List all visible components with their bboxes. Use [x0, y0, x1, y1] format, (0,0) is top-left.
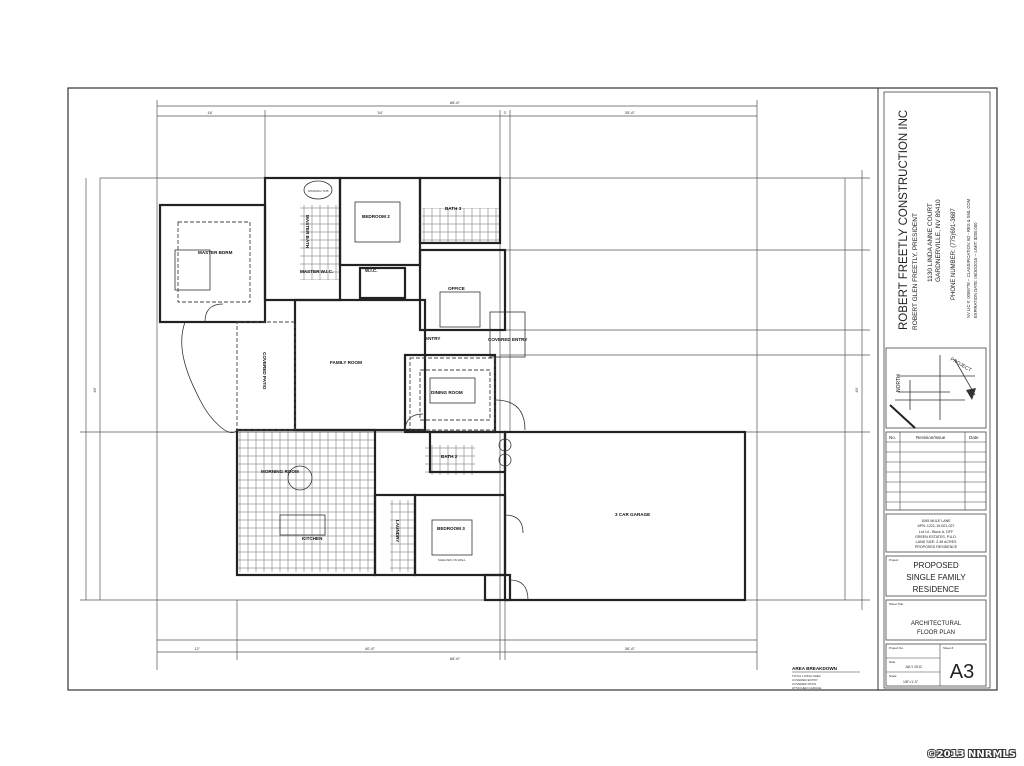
- project-line-3: RESIDENCE: [913, 585, 960, 594]
- dim-bottom-1: 12': [194, 646, 199, 651]
- revision-header-no: No.: [889, 435, 896, 440]
- area-breakdown-title: AREA BREAKDOWN: [792, 666, 838, 671]
- label-family-room: FAMILY ROOM: [330, 360, 362, 365]
- fixtures: [174, 180, 529, 601]
- sheet-title-label: Sheet Title: [889, 602, 904, 606]
- room-wic: [358, 266, 407, 300]
- revision-header-issue: Revision/Issue: [916, 435, 946, 440]
- lot-info-line: LAND SIZE: 2.45 ACRES: [916, 540, 957, 544]
- sheet-number: A3: [950, 661, 974, 683]
- area-row: ATTACHED GARAGE: [792, 686, 821, 690]
- date-value: JULY 2012: [905, 665, 922, 669]
- sheet-title-line-1: ARCHITECTURAL: [911, 621, 962, 627]
- label-covered-patio: COVERED PATIO: [262, 352, 267, 390]
- company-address-2: GARDNERVILLE, NV 89410: [935, 199, 942, 282]
- label-wic: W.I.C.: [365, 268, 378, 273]
- label-bedroom3: BEDROOM 3: [437, 526, 465, 531]
- room-bath3: [418, 176, 502, 245]
- room-garage: [503, 430, 747, 602]
- dim-bottom-2: 40'-6": [365, 646, 376, 651]
- map-project-label: PROJECT: [949, 357, 972, 374]
- label-soaking-tub: SOAKING TUB: [308, 189, 328, 193]
- label-bath2: BATH 2: [441, 454, 458, 459]
- lot-info-line: APN: 1221-19-001-027: [918, 524, 955, 528]
- project-label: Project: [889, 558, 899, 562]
- area-row: COVERED ENTRY: [792, 678, 818, 682]
- label-master-closet: MASTER W.I.C.: [300, 269, 333, 274]
- dim-left: 49': [92, 387, 97, 392]
- dim-top-3: 3': [504, 110, 507, 115]
- revision-header-date: Date: [969, 435, 979, 440]
- company-phone: PHONE NUMBER: (775)691-3687: [951, 208, 957, 300]
- label-garage: 3 CAR GARAGE: [615, 512, 650, 517]
- lot-info-line: Lot 14 - Block A, DFF: [919, 530, 954, 534]
- label-bedroom2: BEDROOM 2: [362, 214, 390, 219]
- project-line-2: SINGLE FAMILY: [906, 573, 966, 582]
- scale-label: Scale: [889, 674, 897, 678]
- area-row: COVERED PATIO: [792, 682, 817, 686]
- project-line-1: PROPOSED: [913, 561, 959, 570]
- label-dining-room: DINING ROOM: [431, 390, 463, 395]
- label-covered-entry: COVERED ENTRY: [488, 337, 527, 342]
- label-morning-room: MORNING ROOM: [261, 469, 299, 474]
- dim-top-4: 35'-6": [625, 110, 636, 115]
- room-master-bdrm: [158, 203, 267, 324]
- dashed-outlines: [177, 221, 496, 431]
- title-block: ROBERT FREETLY CONSTRUCTION INC ROBERT G…: [883, 91, 991, 689]
- company-license: NV LIC #: 0059778 -- CLASSIFICATION: B2 …: [966, 198, 971, 318]
- map-north-label: NORTH: [896, 374, 902, 392]
- room-office: [418, 248, 507, 332]
- area-row: TOTAL LIVING AREA: [792, 674, 821, 678]
- company-expiration: EXPIRATION DATE: 06/30/2015 -- LIMIT: $2…: [973, 222, 978, 318]
- dim-right: 49': [854, 387, 859, 392]
- company-info: ROBERT FREETLY CONSTRUCTION INC ROBERT G…: [898, 110, 978, 330]
- revision-table: No. Revision/Issue Date: [885, 431, 987, 511]
- label-entry: ENTRY: [425, 336, 440, 341]
- lot-info-line: GREEN ESTATES, P.U.D.: [915, 535, 957, 539]
- sheet-border: [67, 87, 998, 691]
- sheet-no-label: Sheet #: [943, 646, 954, 650]
- room-bedroom2: [338, 176, 422, 267]
- label-master-bath: MASTER BATH: [305, 215, 310, 249]
- sheet-info-box: Project No. Date JULY 2012 Scale 1/8"=1'…: [885, 643, 987, 687]
- vicinity-map: NORTH PROJECT: [885, 347, 987, 429]
- company-address-1: 1130 LINDA ANNE COURT: [927, 203, 934, 282]
- label-bath3: BATH 3: [445, 206, 462, 211]
- walls: [158, 176, 747, 602]
- project-box: Project PROPOSED SINGLE FAMILY RESIDENCE: [885, 555, 987, 597]
- label-kitchen: KITCHEN: [302, 536, 323, 541]
- area-breakdown: AREA BREAKDOWN TOTAL LIVING AREA COVERED…: [792, 666, 860, 690]
- dim-top-1: 16': [207, 110, 212, 115]
- label-laundry: LAUNDRY: [395, 520, 400, 542]
- dim-top-2: 34': [377, 110, 382, 115]
- dim-bottom-overall: 88'-6": [450, 656, 461, 661]
- company-name: ROBERT FREETLY CONSTRUCTION INC: [898, 110, 910, 330]
- room-labels: MASTER BDRM MASTER BATH SOAKING TUB MAST…: [198, 189, 650, 562]
- dim-top-overall: 88'-6": [450, 100, 461, 105]
- copyright-watermark: ©2013 NNRMLS: [926, 749, 1016, 760]
- tile-floors: [237, 205, 500, 572]
- room-mech: [483, 573, 512, 602]
- label-office: OFFICE: [448, 286, 465, 291]
- project-no-label: Project No.: [889, 646, 904, 650]
- lot-info-line: 1095 MULE LANE: [921, 519, 951, 523]
- dim-bottom-3: 36'-6": [625, 646, 636, 651]
- sheet-title-box: Sheet Title ARCHITECTURAL FLOOR PLAN: [885, 599, 987, 641]
- sheet-title-line-2: FLOOR PLAN: [917, 630, 955, 636]
- company-president: ROBERT GLEN FREETLY, PRESIDENT: [912, 213, 919, 330]
- lot-info-line: PROPOSED RESIDENCE: [915, 545, 958, 549]
- label-shelf-note: SHELVES ON WALL: [438, 558, 466, 562]
- scale-value: 1/8"=1'-0": [903, 680, 919, 684]
- lot-info: 1095 MULE LANE APN: 1221-19-001-027 Lot …: [885, 513, 987, 553]
- room-bedroom3: [413, 493, 507, 577]
- date-label: Date: [889, 660, 896, 664]
- label-master-bdrm: MASTER BDRM: [198, 250, 233, 255]
